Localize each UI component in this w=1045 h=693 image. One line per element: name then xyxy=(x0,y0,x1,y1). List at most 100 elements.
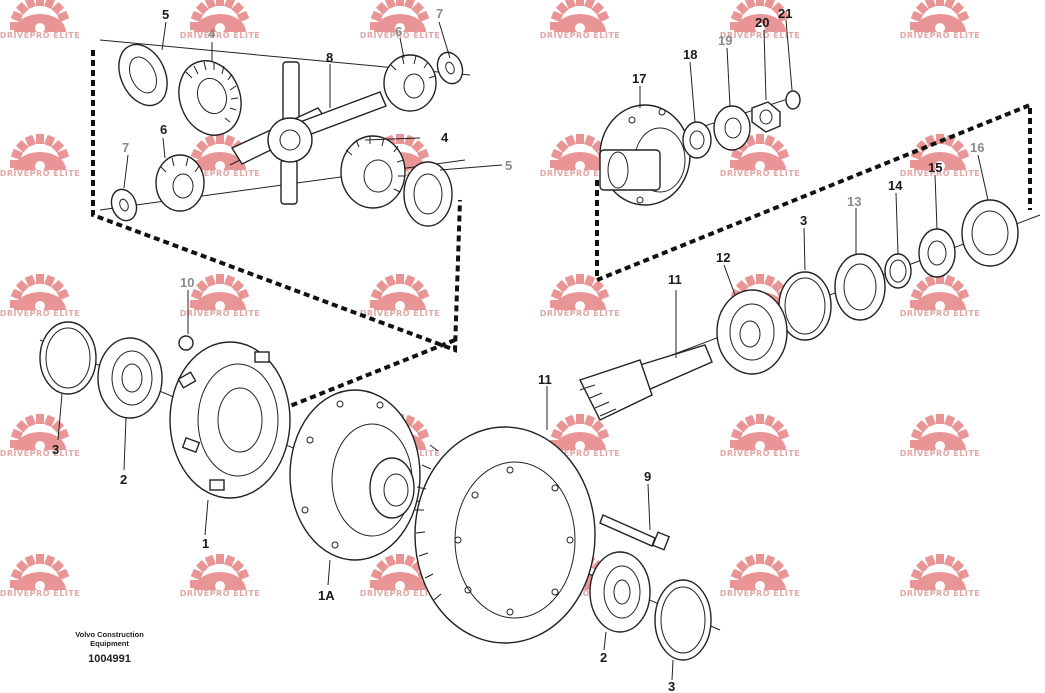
watermark-text: DRIVEPRO ELITE xyxy=(540,31,621,40)
watermark-logo: DRIVEPRO ELITE xyxy=(180,0,261,40)
callout-12: 12 xyxy=(716,250,730,265)
watermark-logo: DRIVEPRO ELITE xyxy=(720,554,801,598)
callout-5-mid: 5 xyxy=(505,158,512,173)
watermark-text: DRIVEPRO ELITE xyxy=(0,31,80,40)
watermark-text: DRIVEPRO ELITE xyxy=(180,589,261,598)
watermark-text: DRIVEPRO ELITE xyxy=(180,31,261,40)
bushing-10 xyxy=(178,335,194,351)
callout-7-top: 7 xyxy=(436,6,443,21)
callout-2-bottom: 2 xyxy=(600,650,607,665)
diff-case-half-1 xyxy=(169,341,291,499)
watermark-text: DRIVEPRO ELITE xyxy=(540,169,621,178)
callout-6-top: 6 xyxy=(395,24,402,39)
maker-line-1: Volvo Construction xyxy=(75,630,144,639)
watermark-logo: DRIVEPRO ELITE xyxy=(900,554,980,598)
watermark-text: DRIVEPRO ELITE xyxy=(540,309,621,318)
bearing-2-bottom xyxy=(589,551,651,633)
leader-lines xyxy=(57,19,989,681)
callout-7-left: 7 xyxy=(122,140,129,155)
watermark-logo: DRIVEPRO ELITE xyxy=(0,554,80,598)
callout-3-bottom: 3 xyxy=(668,679,675,693)
callout-21: 21 xyxy=(778,6,792,21)
watermark-logo: DRIVEPRO ELITE xyxy=(180,554,261,598)
differential-spider xyxy=(230,61,387,205)
callout-14: 14 xyxy=(888,178,903,193)
document-number: 1004991 xyxy=(88,653,131,665)
callout-1a: 1A xyxy=(318,588,335,603)
watermark-text: DRIVEPRO ELITE xyxy=(0,589,80,598)
bearing-cup-13 xyxy=(834,253,886,321)
callout-1: 1 xyxy=(202,536,209,551)
callout-19: 19 xyxy=(718,33,732,48)
watermark-text: DRIVEPRO ELITE xyxy=(180,169,261,178)
callout-13: 13 xyxy=(847,194,861,209)
lock-plate-19 xyxy=(713,105,751,151)
watermark-logo: DRIVEPRO ELITE xyxy=(720,414,801,458)
watermark-logo: DRIVEPRO ELITE xyxy=(0,274,80,318)
callout-11-ring: 11 xyxy=(538,372,552,387)
watermark-text: DRIVEPRO ELITE xyxy=(360,309,441,318)
bearing-2-left xyxy=(97,337,163,419)
maker-line-2: Equipment xyxy=(90,639,129,648)
companion-flange xyxy=(599,104,691,206)
watermark-text: DRIVEPRO ELITE xyxy=(720,169,801,178)
washer-left-7 xyxy=(110,188,138,222)
callout-6-left: 6 xyxy=(160,122,167,137)
dashed-assembly-box-right xyxy=(595,102,1032,283)
callout-4-top: 4 xyxy=(208,26,216,41)
shim-3-bottom xyxy=(654,579,712,661)
pinion-gear-top xyxy=(383,54,437,112)
seal-16 xyxy=(961,199,1019,267)
watermark-logo: DRIVEPRO ELITE xyxy=(360,274,441,318)
watermark-text: DRIVEPRO ELITE xyxy=(900,169,981,178)
callout-4-mid: 4 xyxy=(441,130,449,145)
watermark-text: DRIVEPRO ELITE xyxy=(720,589,801,598)
watermark-text: DRIVEPRO ELITE xyxy=(0,449,80,458)
side-gear-top xyxy=(178,60,242,136)
spacer-14 xyxy=(884,253,912,289)
callout-5-top: 5 xyxy=(162,7,169,22)
nut-20 xyxy=(751,101,781,133)
watermark-logo: DRIVEPRO ELITE xyxy=(900,134,981,178)
watermark-text: DRIVEPRO ELITE xyxy=(540,449,621,458)
callout-9: 9 xyxy=(644,469,651,484)
dashed-assembly-box-left xyxy=(91,50,462,353)
watermark-text: DRIVEPRO ELITE xyxy=(0,309,80,318)
callout-labels: 5 4 6 7 8 4 5 6 7 10 3 2 1 1A 11 11 12 3… xyxy=(52,6,984,693)
watermark-logo: DRIVEPRO ELITE xyxy=(360,554,441,598)
footer-credit: Volvo Construction Equipment 1004991 xyxy=(62,630,157,665)
watermark-logo: DRIVEPRO ELITE xyxy=(0,414,80,458)
watermark-text: DRIVEPRO ELITE xyxy=(360,589,441,598)
flange-washer-18 xyxy=(682,121,712,159)
watermark-logo: DRIVEPRO ELITE xyxy=(540,414,621,458)
watermark-logo: DRIVEPRO ELITE xyxy=(900,414,981,458)
watermark-logo: DRIVEPRO ELITE xyxy=(180,274,261,318)
callout-11-pinion: 11 xyxy=(668,272,682,287)
watermark-logo: DRIVEPRO ELITE xyxy=(720,0,800,40)
callout-20: 20 xyxy=(755,15,769,30)
bolt-9 xyxy=(599,514,671,551)
watermark-logo: DRIVEPRO ELITE xyxy=(540,0,621,40)
watermark-logo: DRIVEPRO ELITE xyxy=(0,0,80,40)
watermark-text: DRIVEPRO ELITE xyxy=(0,169,80,178)
watermark-text: DRIVEPRO ELITE xyxy=(900,449,981,458)
watermark-logo: DRIVEPRO ELITE xyxy=(900,274,980,318)
bearing-12 xyxy=(716,289,788,375)
watermark-logo: DRIVEPRO ELITE xyxy=(720,134,801,178)
pinion-gear-left xyxy=(155,154,205,212)
thrust-washer-top xyxy=(118,43,168,107)
callout-3-left: 3 xyxy=(52,442,59,457)
callout-3-right: 3 xyxy=(800,213,807,228)
watermark-text: DRIVEPRO ELITE xyxy=(360,31,441,40)
washer-top-7 xyxy=(436,51,464,85)
watermark-logo: DRIVEPRO ELITE xyxy=(540,274,621,318)
watermark-text: DRIVEPRO ELITE xyxy=(180,309,261,318)
watermark-logo: DRIVEPRO ELITE xyxy=(900,0,980,40)
snap-ring-21 xyxy=(785,90,801,110)
watermark-text: DRIVEPRO ELITE xyxy=(720,449,801,458)
callout-15: 15 xyxy=(928,160,942,175)
bearing-15 xyxy=(918,228,956,278)
callout-17: 17 xyxy=(632,71,646,86)
